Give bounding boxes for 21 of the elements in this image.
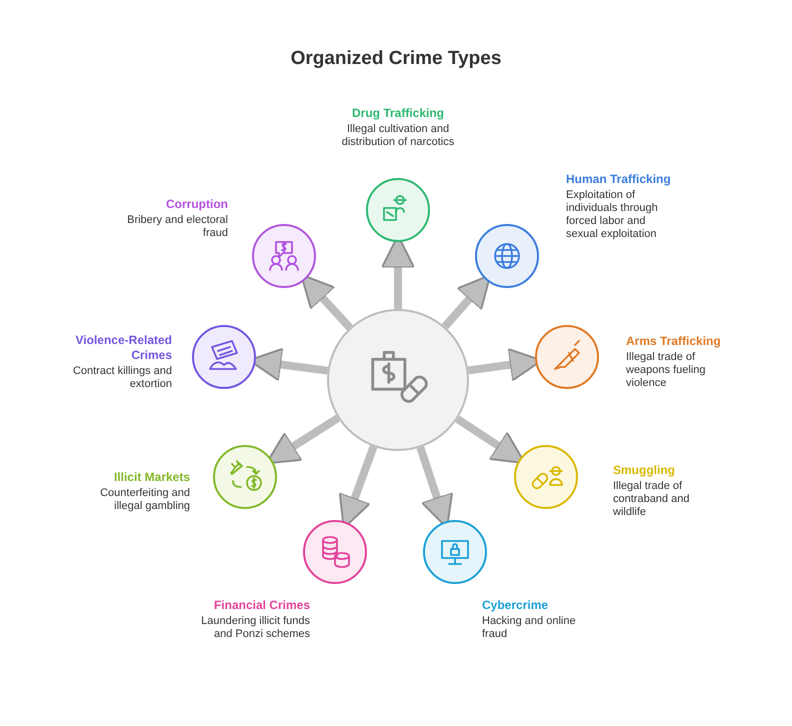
category-title: Violence-Related Crimes xyxy=(74,333,172,363)
category-title: Corruption xyxy=(165,197,228,212)
arrow xyxy=(442,274,492,330)
category-title: Drug Trafficking xyxy=(350,106,445,121)
diagram-title: Organized Crime Types xyxy=(290,48,502,70)
arrow xyxy=(300,274,353,330)
category-title: Human Trafficking xyxy=(566,172,672,187)
category-description: Illegal trade of contraband and wildlife xyxy=(613,480,690,519)
category-title: Financial Crimes xyxy=(212,598,310,613)
category-title: Smuggling xyxy=(613,463,676,478)
category-title: Cybercrime xyxy=(482,598,550,613)
category-title: Illicit Markets xyxy=(112,470,190,485)
category-description: Illegal trade of weapons fueling violence xyxy=(626,351,707,390)
category-description: Bribery and electoral fraud xyxy=(126,214,228,240)
category-description: Counterfeiting and illegal gambling xyxy=(99,487,190,513)
category-description: Hacking and online fraud xyxy=(482,615,577,641)
category-description: Laundering illicit funds and Ponzi schemes xyxy=(200,615,310,641)
category-title: Arms Trafficking xyxy=(626,334,722,349)
category-description: Exploitation of individuals through forced labor and sexual exploitation xyxy=(566,189,659,241)
category-description: Illegal cultivation and distribution of narcotics xyxy=(340,123,456,149)
category-description: Contract killings and extortion xyxy=(72,365,172,391)
